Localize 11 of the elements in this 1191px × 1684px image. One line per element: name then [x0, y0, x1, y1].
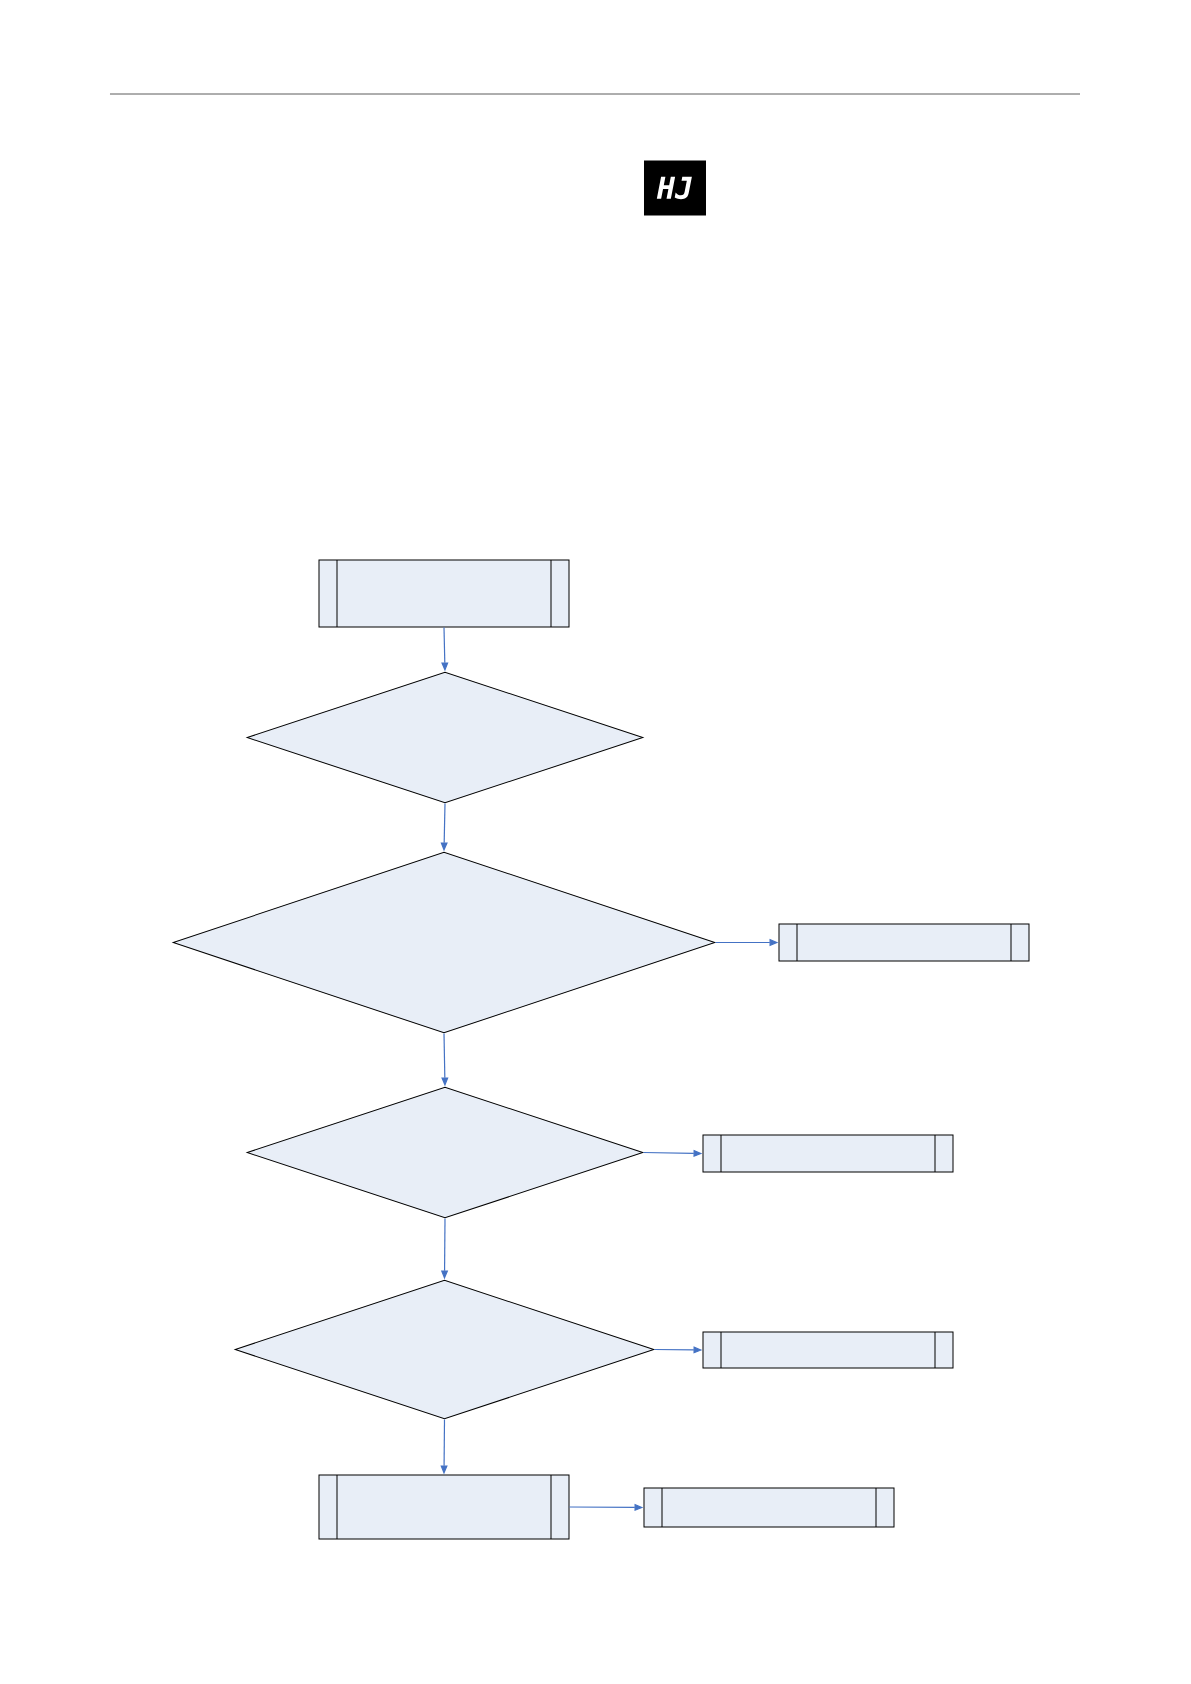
- process-box: [702, 1134, 954, 1173]
- decision-diamond: [246, 1086, 644, 1219]
- process-box: [318, 1474, 570, 1540]
- decision-diamond: [234, 1279, 655, 1420]
- process-box: [778, 923, 1030, 962]
- decision-diamond: [246, 671, 644, 804]
- process-box: [643, 1487, 895, 1528]
- process-box: [702, 1331, 954, 1369]
- display-code: HJ: [644, 160, 706, 216]
- decision-diamond: [172, 851, 716, 1034]
- process-box: [318, 559, 570, 628]
